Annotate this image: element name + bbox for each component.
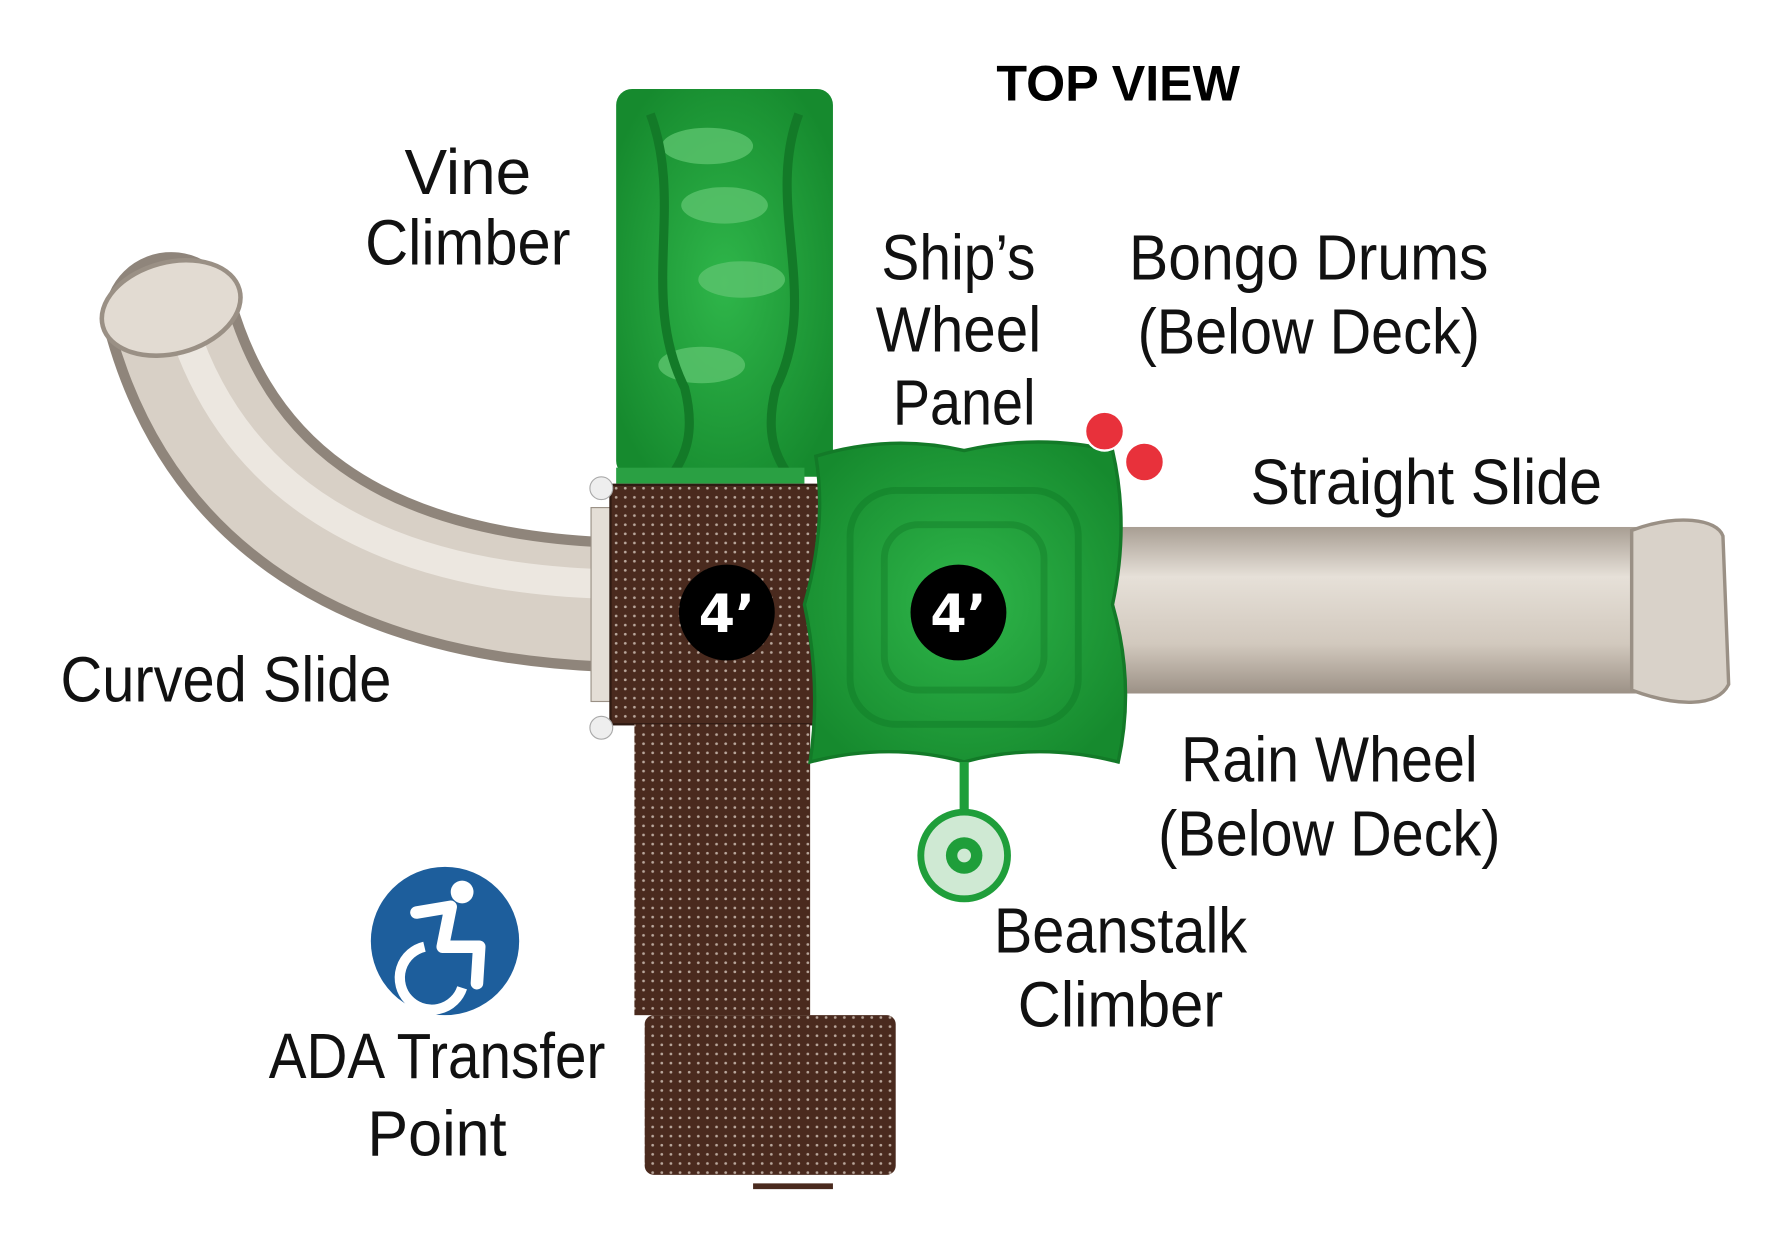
svg-text:Climber: Climber xyxy=(1018,969,1223,1041)
svg-text:Rain Wheel: Rain Wheel xyxy=(1181,723,1478,795)
label-vine-climber: Vine Climber xyxy=(365,136,570,279)
label-ships-wheel-panel: Ship’s Wheel Panel xyxy=(876,221,1041,438)
svg-text:(Below Deck): (Below Deck) xyxy=(1138,296,1480,368)
svg-text:Ship’s: Ship’s xyxy=(881,221,1035,293)
accessibility-icon xyxy=(370,866,520,1016)
svg-text:Bongo Drums: Bongo Drums xyxy=(1129,221,1488,293)
vine-climber xyxy=(616,88,833,484)
label-curved-slide: Curved Slide xyxy=(60,644,391,716)
label-ada-transfer-point: ADA Transfer Point xyxy=(269,1020,606,1170)
beanstalk-climber xyxy=(917,761,1011,903)
label-beanstalk-climber: Beanstalk Climber xyxy=(994,894,1248,1040)
curved-slide xyxy=(99,252,673,703)
svg-text:ADA Transfer: ADA Transfer xyxy=(269,1020,606,1092)
diagram-title: TOP VIEW xyxy=(996,55,1240,111)
svg-text:4’: 4’ xyxy=(930,584,986,645)
bongo-drums xyxy=(1083,410,1165,483)
straight-slide xyxy=(1095,518,1731,704)
label-rain-wheel: Rain Wheel (Below Deck) xyxy=(1158,723,1500,869)
svg-text:Vine: Vine xyxy=(404,136,531,208)
svg-text:4’: 4’ xyxy=(699,584,755,645)
brown-deck xyxy=(589,476,896,1190)
svg-text:Wheel: Wheel xyxy=(876,293,1041,365)
svg-text:Panel: Panel xyxy=(893,366,1036,438)
deck-height-badge: 4’ xyxy=(910,564,1007,661)
svg-text:(Below Deck): (Below Deck) xyxy=(1158,797,1500,869)
svg-text:Climber: Climber xyxy=(365,207,570,279)
label-straight-slide: Straight Slide xyxy=(1251,446,1602,518)
svg-text:Point: Point xyxy=(367,1097,506,1169)
label-bongo-drums: Bongo Drums (Below Deck) xyxy=(1129,221,1488,367)
deck-height-badge: 4’ xyxy=(678,564,775,661)
svg-text:Beanstalk: Beanstalk xyxy=(994,894,1248,966)
